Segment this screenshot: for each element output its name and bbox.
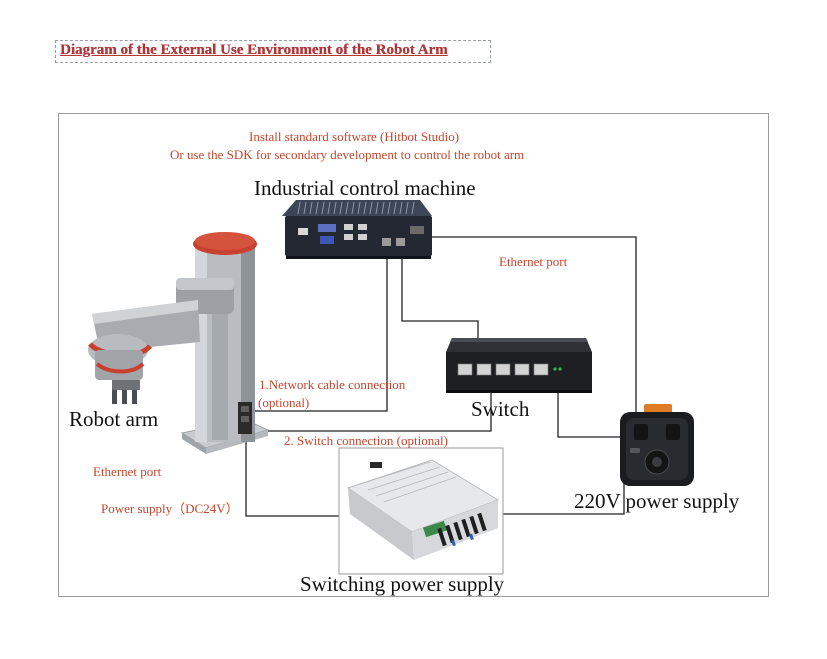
industrial-pc xyxy=(282,200,432,259)
page-title: Diagram of the External Use Environment … xyxy=(60,42,448,58)
robot-ethernet-label: Ethernet port xyxy=(93,464,162,479)
network-cable-optional-label: (optional) xyxy=(258,395,310,410)
power-220v-label: 220V power supply xyxy=(574,489,740,513)
switch-power-cable xyxy=(557,380,624,438)
ipc-ethernet-label: Ethernet port xyxy=(499,254,568,269)
switching-power-supply xyxy=(338,447,504,575)
page-title-box: Diagram of the External Use Environment … xyxy=(55,40,491,63)
switching-psu-label: Switching power supply xyxy=(300,572,505,596)
psu-power-cable xyxy=(501,470,625,515)
software-note-line2: Or use the SDK for secondary development… xyxy=(170,147,525,162)
robot-power-label: Power supply（DC24V） xyxy=(101,501,239,516)
network-switch xyxy=(446,338,592,393)
network-cable-label: 1.Network cable connection xyxy=(259,377,406,392)
ipc-power-cable xyxy=(428,236,637,412)
robot-psu-cable xyxy=(245,442,342,517)
network-cable xyxy=(240,249,388,412)
software-note-line1: Install standard software (Hitbot Studio… xyxy=(249,129,460,144)
switch-connection-label: 2. Switch connection (optional) xyxy=(284,433,448,448)
robot-arm xyxy=(88,232,270,454)
power-supply-220v xyxy=(620,404,694,486)
switch-robot-cable xyxy=(250,380,492,432)
ipc-label: Industrial control machine xyxy=(254,176,476,200)
robot-arm-label: Robot arm xyxy=(69,407,159,431)
diagram-frame xyxy=(58,113,769,597)
switch-label: Switch xyxy=(471,397,530,421)
